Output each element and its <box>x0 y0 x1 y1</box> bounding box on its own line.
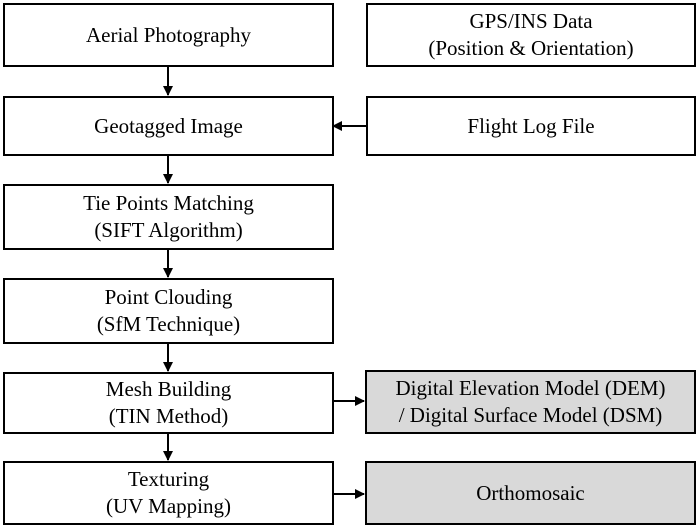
node-point-clouding: Point Clouding (SfM Technique) <box>3 278 334 344</box>
node-aerial-photography: Aerial Photography <box>3 3 334 67</box>
node-orthomosaic: Orthomosaic <box>365 461 696 525</box>
node-label: Geotagged Image <box>94 113 243 138</box>
node-sublabel: (SfM Technique) <box>96 312 241 336</box>
node-gps-ins-data: GPS/INS Data (Position & Orientation) <box>366 3 696 67</box>
node-label: Mesh Building <box>105 377 232 401</box>
node-dem-dsm: Digital Elevation Model (DEM) / Digital … <box>365 370 696 434</box>
node-label: GPS/INS Data <box>469 9 593 33</box>
node-sublabel: (UV Mapping) <box>105 494 231 518</box>
node-mesh-building: Mesh Building (TIN Method) <box>3 372 334 434</box>
node-texturing: Texturing (UV Mapping) <box>3 461 334 525</box>
node-label: Tie Points Matching <box>83 191 254 215</box>
node-tie-points-matching: Tie Points Matching (SIFT Algorithm) <box>3 184 334 250</box>
node-sublabel: (Position & Orientation) <box>428 36 634 60</box>
node-label: Orthomosaic <box>476 480 585 505</box>
node-flight-log-file: Flight Log File <box>366 96 696 156</box>
node-geotagged-image: Geotagged Image <box>3 96 334 156</box>
node-sublabel: / Digital Surface Model (DSM) <box>398 403 663 427</box>
node-label: Aerial Photography <box>85 22 252 47</box>
node-label: Flight Log File <box>467 113 595 138</box>
node-label: Texturing <box>127 467 210 491</box>
node-sublabel: (SIFT Algorithm) <box>94 218 243 242</box>
node-label: Point Clouding <box>104 285 233 309</box>
node-label: Digital Elevation Model (DEM) <box>395 376 666 400</box>
node-sublabel: (TIN Method) <box>108 404 229 428</box>
